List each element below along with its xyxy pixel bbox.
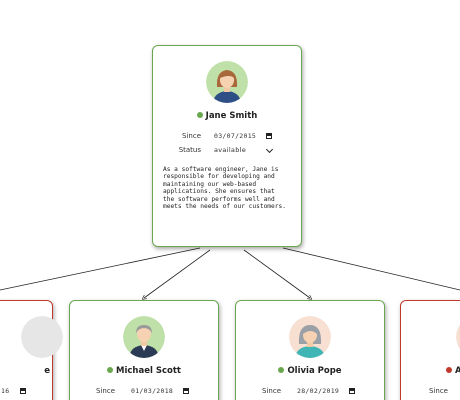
avatar-partial-right [456,316,460,358]
status-dot [446,366,452,373]
man-avatar-icon [123,316,165,358]
calendar-icon[interactable] [349,388,355,396]
employee-name: A [446,366,460,376]
employee-card-olivia-pope[interactable]: Olivia Pope Since 28/02/2019 [235,300,385,400]
employee-name-text: e [44,366,50,376]
employee-card-michael-scott[interactable]: Michael Scott Since 01/03/2018 [69,300,219,400]
employee-card-jane-smith[interactable]: Jane Smith Since 03/07/2015 Status avail… [152,45,302,247]
employee-name-text: A [455,366,460,376]
employee-name: Michael Scott [70,366,218,376]
since-label: Since [96,387,115,395]
person-avatar-icon [21,316,63,358]
avatar-partial-left [21,316,63,358]
since-label: Since [429,387,448,395]
employee-description: As a software engineer, Jane is responsi… [163,166,286,211]
person-avatar-icon [456,324,460,350]
calendar-icon[interactable] [183,388,189,396]
avatar-jane-smith [206,61,248,103]
employee-name: Jane Smith [153,111,301,121]
connector-jane-to-right [282,247,460,291]
connector-jane-to-michael [144,249,211,298]
status-label: Status [178,146,201,154]
woman-avatar-icon [289,316,331,358]
connector-jane-to-olivia [243,249,310,298]
since-label: Since [262,387,281,395]
calendar-icon[interactable] [20,388,26,396]
employee-name: Olivia Pope [236,366,384,376]
since-date-input[interactable]: 01/03/2018 [131,387,174,395]
since-date-input[interactable]: 28/02/2019 [297,387,340,395]
status-select[interactable]: available [214,146,247,154]
employee-card-partial-right[interactable]: A Since [400,300,460,400]
employee-name-text: Michael Scott [116,366,181,376]
calendar-icon[interactable] [266,133,272,141]
woman-avatar-icon [206,61,248,103]
since-label: Since [182,132,201,140]
since-date-input[interactable]: 16 [1,387,10,395]
employee-name: e [0,366,50,376]
since-date-input[interactable]: 03/07/2015 [214,132,257,140]
employee-card-partial-left[interactable]: e 16 [0,300,63,400]
status-dot [107,366,114,373]
avatar-olivia-pope [289,316,331,358]
employee-name-text: Olivia Pope [287,366,342,376]
employee-name-text: Jane Smith [205,111,258,121]
avatar-michael-scott [123,316,165,358]
connector-jane-to-left [0,247,201,291]
status-dot [278,366,285,373]
chevron-down-icon[interactable] [265,145,274,154]
status-dot [196,111,203,118]
